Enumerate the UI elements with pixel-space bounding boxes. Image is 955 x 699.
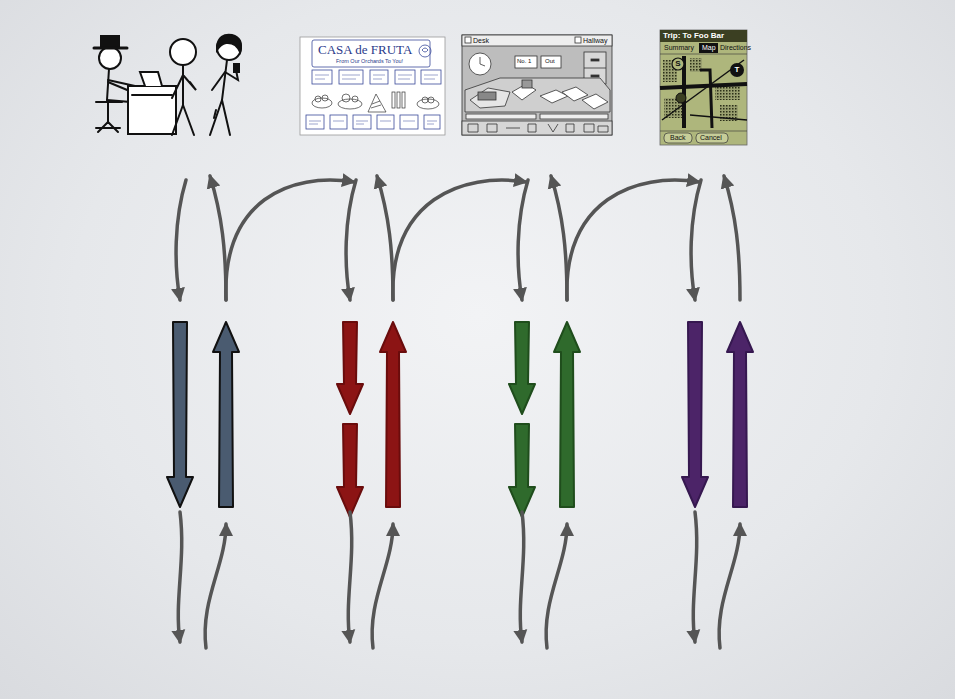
curved-arrow (551, 176, 567, 300)
curved-arrow (518, 180, 528, 300)
down-arrow (167, 322, 193, 507)
down-arrow (509, 322, 535, 414)
curved-arrow (226, 180, 354, 300)
down-arrow (337, 424, 363, 517)
button-label: Back (670, 134, 686, 142)
curved-arrow (176, 180, 186, 300)
curved-arrow (719, 524, 740, 648)
flow-arrows (167, 176, 753, 648)
window-title: Hallway (583, 37, 608, 45)
up-arrow (213, 322, 239, 507)
down-arrow (509, 424, 535, 517)
curved-arrow (567, 180, 699, 300)
curved-arrow (393, 180, 526, 300)
down-arrow (682, 322, 708, 507)
curved-arrow (546, 524, 567, 648)
curved-arrow (691, 180, 701, 300)
curved-arrow (178, 512, 181, 642)
map-marker: S (675, 60, 680, 69)
sketch-subtitle: From Our Orchards To You! (336, 58, 403, 64)
sketch-title: CASA de FRUTA (318, 43, 412, 57)
tab-label: Directions (720, 44, 751, 52)
down-arrow (337, 322, 363, 414)
desk-screenshot (462, 35, 612, 135)
curved-arrow (346, 180, 356, 300)
up-arrow (380, 322, 406, 507)
curved-arrow (372, 524, 393, 648)
curved-arrow (520, 512, 523, 642)
up-arrow (554, 322, 580, 507)
curved-arrow (205, 524, 226, 648)
tab-label: Map (702, 44, 716, 52)
map-marker: T (735, 66, 740, 75)
curved-arrow (210, 176, 226, 300)
screen-title: Trip: To Foo Bar (663, 32, 724, 41)
people-sketch (94, 35, 241, 135)
tray-label: Out (545, 58, 555, 65)
tab-label: Summary (664, 44, 694, 52)
window-title: Desk (473, 37, 489, 45)
curved-arrow (348, 512, 351, 642)
tray-label: No. 1 (517, 58, 531, 65)
button-label: Cancel (700, 134, 722, 142)
curved-arrow (724, 176, 740, 300)
up-arrow (727, 322, 753, 507)
wireframe-sketch (300, 37, 445, 135)
curved-arrow (693, 512, 696, 642)
curved-arrow (377, 176, 393, 300)
